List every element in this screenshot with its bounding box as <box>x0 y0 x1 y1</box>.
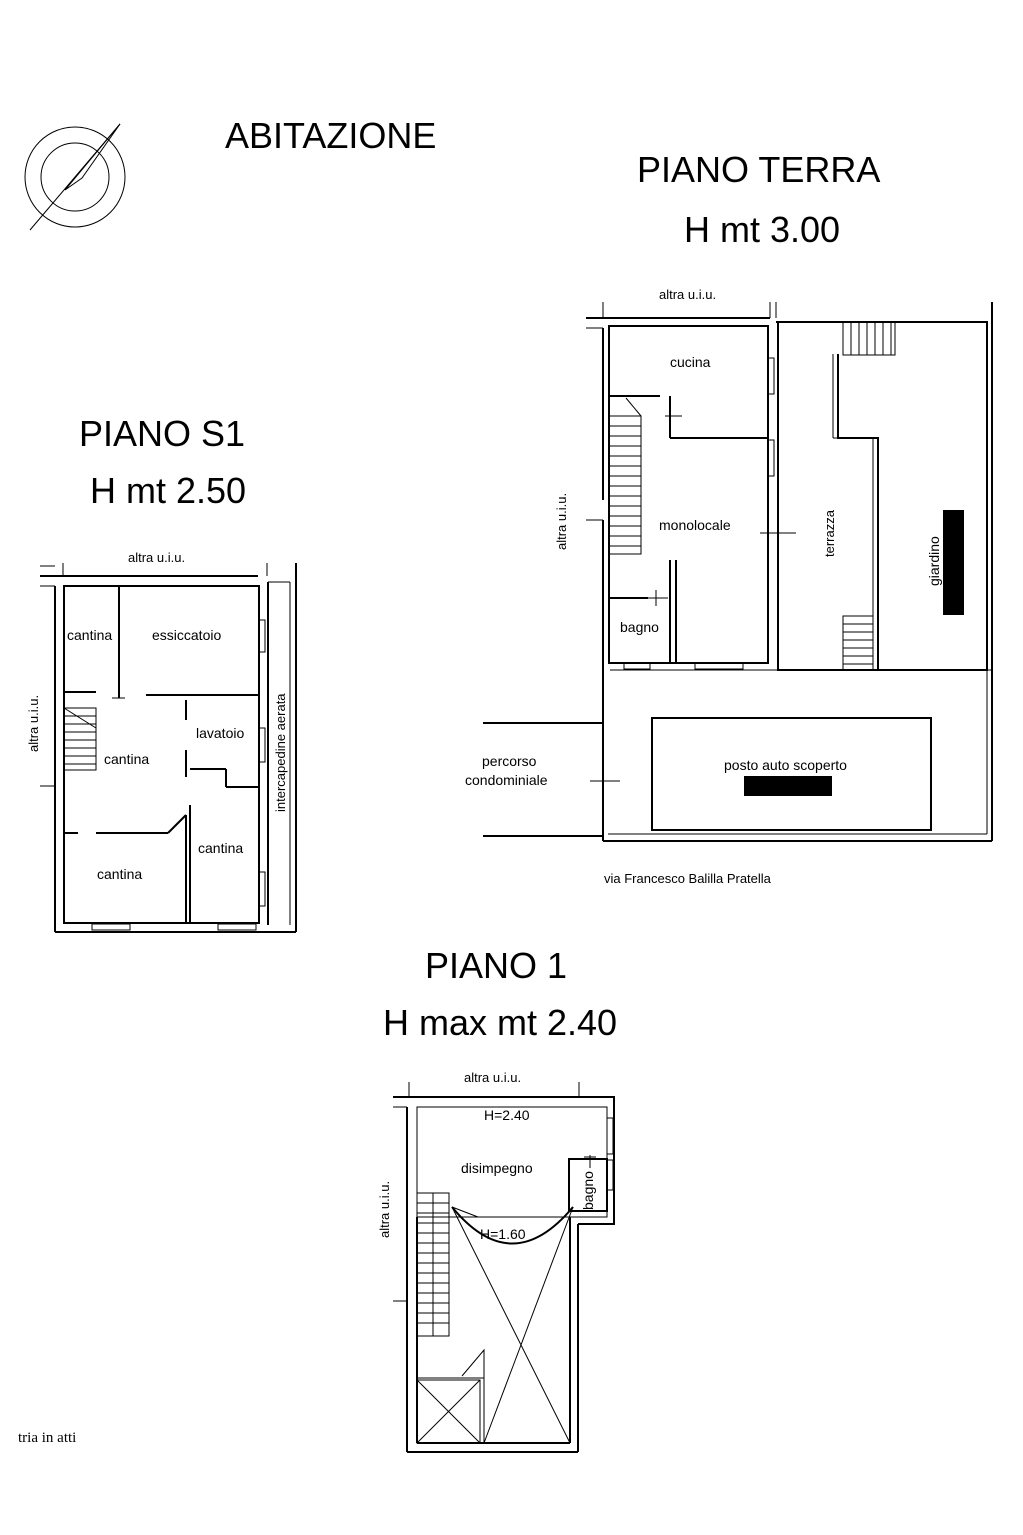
ground-floor-height: H mt 3.00 <box>684 209 840 250</box>
first-neighbor-top: altra u.i.u. <box>464 1070 521 1085</box>
ground-room-monolocale: monolocale <box>659 517 731 533</box>
basement-neighbor-left: altra u.i.u. <box>26 695 41 752</box>
basement-neighbor-top: altra u.i.u. <box>128 550 185 565</box>
main-title: ABITAZIONE <box>225 115 436 156</box>
ground-area-terrazza: terrazza <box>822 509 837 557</box>
ground-area-giardino: giardino <box>926 536 942 586</box>
basement-room-cantina-4: cantina <box>97 866 142 882</box>
basement-height: H mt 2.50 <box>90 470 246 511</box>
basement-title: PIANO S1 <box>79 413 245 454</box>
basement-room-lavatoio: lavatoio <box>196 725 244 741</box>
basement-plan: altra u.i.u. altra u.i.u. cantina essicc… <box>26 550 297 933</box>
first-floor-height: H max mt 2.40 <box>383 1002 617 1043</box>
ground-room-cucina: cucina <box>670 354 711 370</box>
north-arrow-icon <box>24 123 126 231</box>
ground-floor-title: PIANO TERRA <box>637 149 880 190</box>
first-height-arc: H=1.60 <box>480 1226 526 1242</box>
first-floor-title: PIANO 1 <box>425 945 567 986</box>
ground-parking-label: posto auto scoperto <box>724 757 847 773</box>
basement-intercapedine: intercapedine aerata <box>273 693 288 812</box>
ground-street-label: via Francesco Balilla Pratella <box>604 871 772 886</box>
ground-neighbor-left: altra u.i.u. <box>554 493 569 550</box>
first-neighbor-left: altra u.i.u. <box>377 1181 392 1238</box>
basement-room-cantina-2: cantina <box>104 751 149 767</box>
first-room-disimpegno: disimpegno <box>461 1160 533 1176</box>
basement-room-essiccatoio: essiccatoio <box>152 627 221 643</box>
first-floor-plan: altra u.i.u. altra u.i.u. H=2.40 disimpe… <box>377 1070 615 1453</box>
basement-room-cantina-3: cantina <box>198 840 243 856</box>
basement-room-cantina-1: cantina <box>67 627 112 643</box>
ground-path-label-1: percorso <box>482 753 537 769</box>
first-room-bagno: bagno <box>580 1171 596 1210</box>
ground-path-label-2: condominiale <box>465 772 548 788</box>
first-height-top: H=2.40 <box>484 1107 530 1123</box>
ground-neighbor-top: altra u.i.u. <box>659 287 716 302</box>
ground-room-bagno: bagno <box>620 619 659 635</box>
footer-note: tria in atti <box>18 1430 76 1446</box>
ground-floor-plan: altra u.i.u. altra u.i.u. cucina monoloc… <box>465 287 993 886</box>
